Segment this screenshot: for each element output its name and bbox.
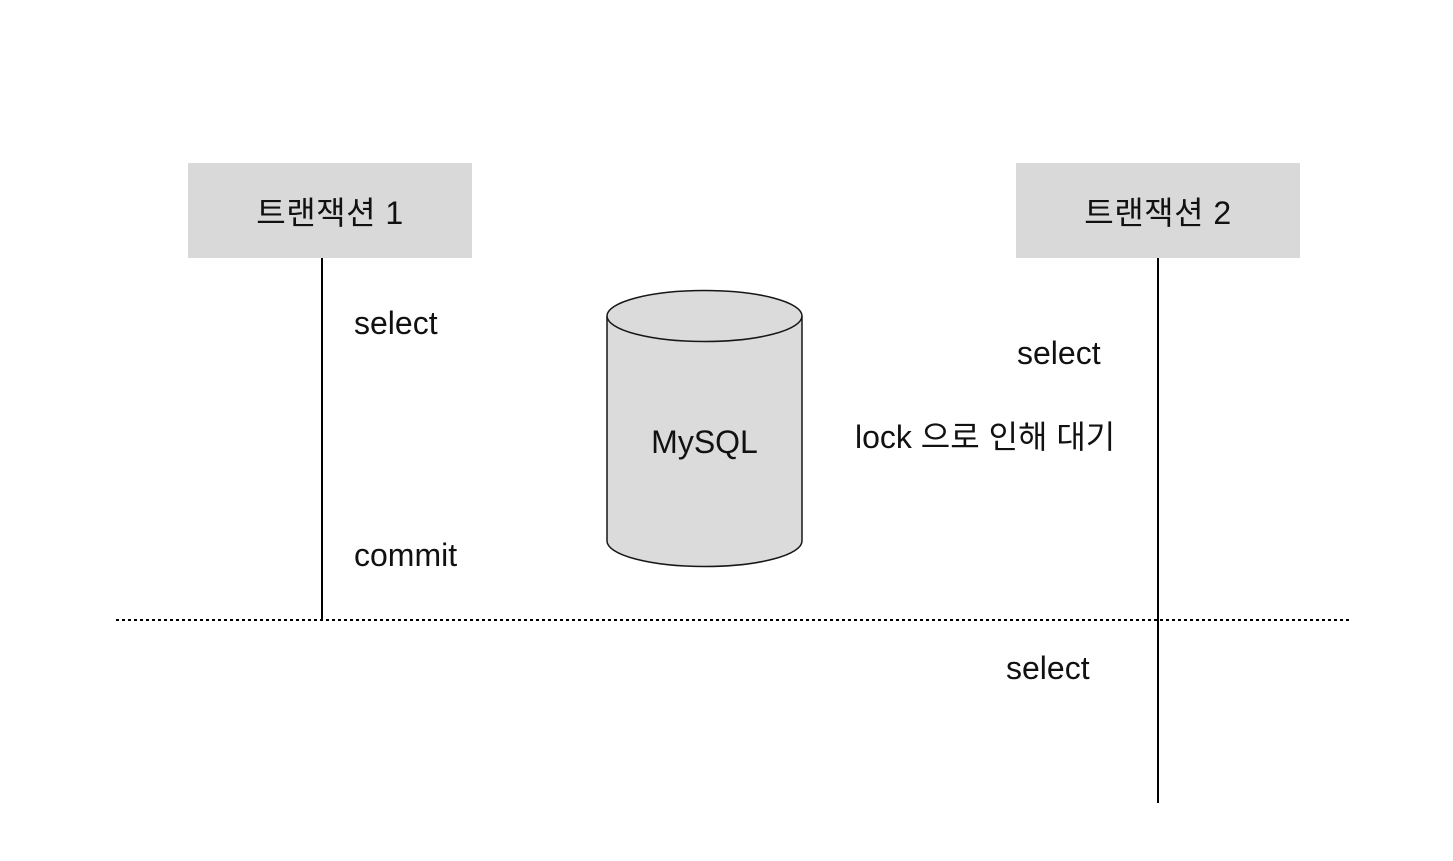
transaction-1-box: 트랜잭션 1 [188,163,472,258]
transaction-1-title: 트랜잭션 1 [256,194,404,231]
tx1-commit-label: commit [354,537,458,573]
tx2-select-after-commit-label: select [1006,650,1090,686]
tx1-select-label: select [354,305,438,341]
cylinder-body [606,316,803,568]
time-boundary-dotted-line [116,619,1350,621]
transaction-1-lifeline [321,258,323,619]
transaction-2-box: 트랜잭션 2 [1016,163,1300,258]
lock-wait-note-label: lock 으로 인해 대기 [855,419,1116,455]
database-cylinder-icon [606,289,803,568]
cylinder-top-ellipse [606,289,803,343]
transaction-2-lifeline [1157,258,1159,803]
mysql-label: MySQL [651,424,758,460]
transaction-2-title: 트랜잭션 2 [1084,194,1232,231]
tx2-select-label: select [1017,335,1101,371]
